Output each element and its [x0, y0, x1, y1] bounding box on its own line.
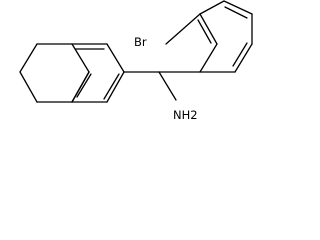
chemical-structure: Br NH2	[19, 0, 253, 122]
bond	[234, 43, 253, 73]
bond	[19, 43, 38, 73]
bond	[106, 43, 125, 73]
bond	[71, 43, 90, 73]
bond	[199, 13, 218, 45]
double-bond-inner	[224, 6, 248, 19]
bond	[106, 71, 125, 103]
double-bond-inner	[103, 73, 120, 100]
aromatic-ring-naphthyl	[71, 43, 125, 103]
bond	[199, 43, 218, 73]
double-bond-inner	[76, 73, 92, 98]
double-bond-inner	[232, 42, 248, 67]
amine-label: NH2	[173, 108, 198, 122]
bond	[199, 0, 225, 15]
bond-to-bromine	[165, 13, 201, 45]
bond-methine-to-amine	[158, 71, 177, 101]
label-backdrop	[172, 106, 200, 122]
aromatic-ring-bromophenyl	[197, 0, 253, 73]
bond	[19, 71, 38, 103]
double-bond-inner	[197, 19, 212, 44]
bromine-label: Br	[134, 35, 147, 49]
bond	[223, 0, 253, 15]
label-backdrop	[130, 34, 156, 50]
bond	[71, 71, 90, 103]
